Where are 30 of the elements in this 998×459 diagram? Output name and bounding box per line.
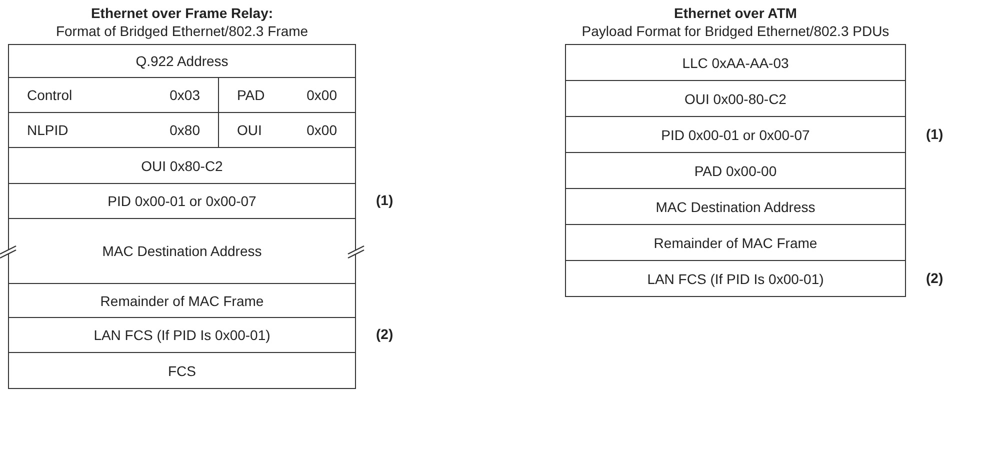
field-value: 0x80 xyxy=(170,122,200,138)
format-title: Ethernet over ATM xyxy=(673,5,798,21)
frame-field: Remainder of MAC Frame xyxy=(565,224,906,261)
field-name: PAD xyxy=(237,87,265,103)
field-value: 0x00 xyxy=(306,87,337,103)
frame-field: Remainder of MAC Frame xyxy=(8,283,356,318)
frame-field: OUI 0x00-80-C2 xyxy=(565,80,906,117)
frame-field: PID 0x00-01 or 0x00-07 xyxy=(565,116,906,153)
field-name: NLPID xyxy=(27,122,68,138)
format-subtitle: Format of Bridged Ethernet/802.3 Frame xyxy=(54,23,310,39)
field-value: 0x03 xyxy=(170,87,200,103)
frame-field: MAC Destination Address xyxy=(565,188,906,225)
frame-field: LAN FCS (If PID Is 0x00-01) xyxy=(565,260,906,297)
frame-field: MAC Destination Address xyxy=(8,218,356,284)
frame-field: Q.922 Address xyxy=(8,44,356,78)
field-name: Control xyxy=(27,87,72,103)
frame-field: OUI 0x80-C2 xyxy=(8,147,356,184)
frame-field: PID 0x00-01 or 0x00-07 xyxy=(8,183,356,219)
field-name: OUI xyxy=(237,122,262,138)
frame-field: LAN FCS (If PID Is 0x00-01) xyxy=(8,317,356,353)
format-subtitle: Payload Format for Bridged Ethernet/802.3 PDUs xyxy=(580,23,890,39)
footnote-mark: (2) xyxy=(926,270,944,286)
frame-field: PAD 0x00-00 xyxy=(565,152,906,189)
frame-field: LLC 0xAA-AA-03 xyxy=(565,44,906,81)
footnote-mark: (1) xyxy=(376,192,394,208)
footnote-mark: (2) xyxy=(376,326,394,342)
footnote-mark: (1) xyxy=(926,126,944,142)
frame-field: FCS xyxy=(8,352,356,389)
field-value: 0x00 xyxy=(306,122,337,138)
format-title: Ethernet over Frame Relay: xyxy=(90,5,274,21)
